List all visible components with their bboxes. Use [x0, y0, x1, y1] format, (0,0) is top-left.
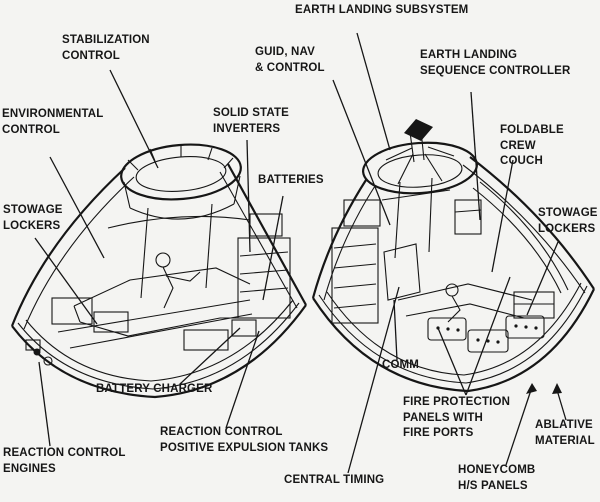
label-battery-charger: BATTERY CHARGER	[96, 383, 213, 395]
leader-stowage-lockers-left	[34, 237, 98, 325]
label-earth-landing-sequence-controller: EARTH LANDING SEQUENCE CONTROLLER	[420, 49, 571, 77]
leader-battery-charger	[179, 327, 241, 385]
label-environmental-control: ENVIRONMENTAL CONTROL	[2, 108, 104, 136]
arrowhead-honeycomb-hs-panels	[526, 383, 537, 394]
label-comm: COMM	[382, 359, 420, 371]
label-stabilization-control: STABILIZATION CONTROL	[62, 34, 150, 62]
left-capsule-drawing	[10, 143, 307, 399]
leader-solid-state-inverters	[246, 139, 251, 253]
label-reaction-control-positive-expulsion-tanks: REACTION CONTROL POSITIVE EXPULSION TANK…	[160, 426, 329, 454]
leader-lines	[34, 32, 567, 474]
leader-honeycomb-hs-panels	[505, 389, 532, 466]
label-fire-protection-panels-with-fire-ports: FIRE PROTECTION PANELS WITH FIRE PORTS	[403, 396, 511, 439]
right-capsule-drawing	[311, 119, 595, 393]
leader-foldable-crew-couch	[491, 159, 514, 273]
label-batteries: BATTERIES	[258, 174, 324, 186]
leader-reaction-control-positive-expulsion-tanks	[225, 330, 260, 429]
label-honeycomb-hs-panels: HONEYCOMB H/S PANELS	[458, 464, 536, 492]
leader-central-timing	[347, 286, 400, 474]
label-solid-state-inverters: SOLID STATE INVERTERS	[213, 107, 289, 135]
label-earth-landing-subsystem: EARTH LANDING SUBSYSTEM	[295, 4, 469, 16]
leader-stabilization-control	[109, 69, 159, 169]
leader-fire-protection-left	[437, 327, 467, 396]
label-guid-nav-control: GUID, NAV & CONTROL	[255, 46, 325, 74]
leader-fire-protection-right	[465, 276, 511, 396]
label-stowage-lockers-left: STOWAGE LOCKERS	[3, 204, 63, 232]
leader-environmental-control	[49, 156, 105, 259]
leader-batteries	[262, 195, 284, 301]
leader-earth-landing-subsystem	[356, 32, 391, 151]
label-stowage-lockers-right: STOWAGE LOCKERS	[538, 207, 598, 235]
leader-ablative-material	[556, 389, 567, 421]
leader-comm	[393, 299, 398, 361]
leader-reaction-control-engines	[38, 361, 51, 447]
leader-earth-landing-sequence-controller	[470, 91, 481, 221]
label-reaction-control-engines: REACTION CONTROL ENGINES	[3, 447, 126, 475]
label-central-timing: CENTRAL TIMING	[284, 474, 385, 486]
arrowhead-ablative-material	[552, 383, 562, 394]
label-foldable-crew-couch: FOLDABLE CREW COUCH	[500, 124, 564, 167]
leader-guid-nav-control	[332, 79, 391, 226]
leader-stowage-lockers-right	[526, 241, 559, 316]
label-ablative-material: ABLATIVE MATERIAL	[535, 419, 595, 447]
